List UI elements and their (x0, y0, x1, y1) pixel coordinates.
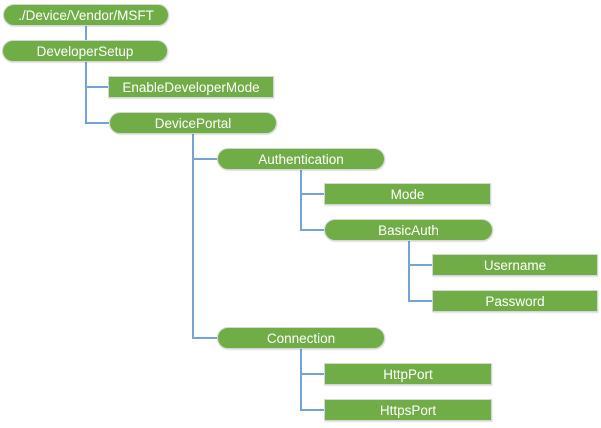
node-connection: Connection (217, 327, 385, 349)
node-deviceportal: DevicePortal (109, 112, 277, 134)
connector-line (300, 409, 324, 411)
node-httpport: HttpPort (324, 363, 492, 385)
node-password: Password (432, 290, 598, 312)
connector-line (408, 300, 432, 302)
connector-line (300, 170, 302, 231)
connector-line (192, 134, 194, 339)
connector-line (192, 337, 217, 339)
connector-line (300, 193, 324, 195)
connector-line (300, 349, 302, 411)
node-device-vendor-msft: ./Device/Vendor/MSFT (3, 4, 169, 26)
connector-line (85, 86, 108, 88)
connector-line (85, 26, 87, 40)
node-httpsport: HttpsPort (324, 399, 492, 421)
connector-line (408, 264, 432, 266)
node-developersetup: DeveloperSetup (2, 40, 168, 62)
connector-line (85, 122, 109, 124)
connector-line (408, 241, 410, 302)
connector-line (300, 229, 324, 231)
node-username: Username (432, 254, 598, 276)
node-enabledevelopermode: EnableDeveloperMode (108, 76, 274, 98)
connector-line (192, 158, 217, 160)
node-mode: Mode (324, 183, 491, 205)
node-basicauth: BasicAuth (324, 219, 493, 241)
connector-line (300, 373, 324, 375)
connector-line (85, 62, 87, 124)
node-authentication: Authentication (217, 148, 385, 170)
